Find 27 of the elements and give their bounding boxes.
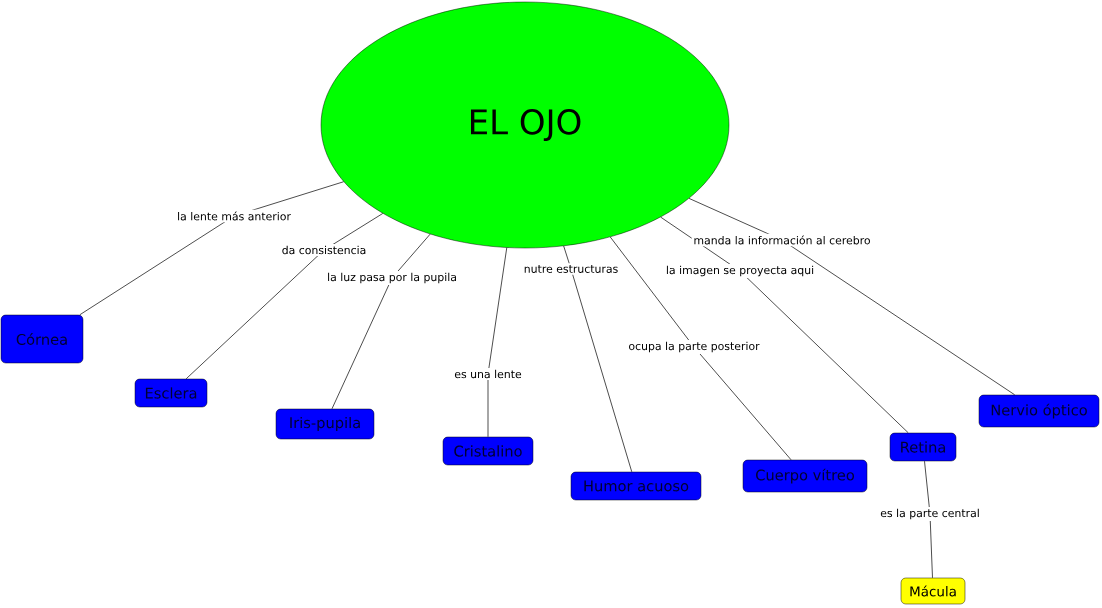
concept-box: Humor acuoso [570, 471, 702, 501]
concept-box: Mácula [900, 577, 966, 605]
edge-label: la lente más anterior [175, 209, 293, 223]
connector-line [609, 236, 792, 461]
concept-box: Iris-pupila [275, 408, 375, 440]
edge-label: ocupa la parte posterior [626, 340, 762, 355]
connector-line [487, 247, 508, 438]
connector-line [185, 213, 384, 380]
connector-line [688, 198, 1015, 396]
connector-line [331, 233, 431, 410]
concept-box: Nervio óptico [978, 394, 1100, 428]
connector-line [563, 245, 633, 473]
concept-box: Cuerpo vítreo [742, 459, 868, 493]
concept-box: Cristalino [442, 436, 534, 466]
edge-label: nutre estructuras [522, 263, 621, 275]
concept-box: Esclera [134, 378, 208, 408]
edge-label: es la parte central [878, 507, 982, 522]
edge-label: la imagen se proyecta aqui [664, 264, 816, 279]
connector-line [924, 460, 933, 579]
concept-box: Retina [889, 432, 957, 462]
edge-label: es una lente [452, 368, 524, 380]
edge-label: la luz pasa por la pupila [325, 270, 459, 286]
concept-box: Córnea [0, 314, 84, 364]
connector-line [79, 181, 345, 316]
edge-label: manda la información al cerebro [691, 233, 873, 247]
connector-line [660, 216, 909, 434]
edge-label: da consistencia [279, 244, 369, 256]
